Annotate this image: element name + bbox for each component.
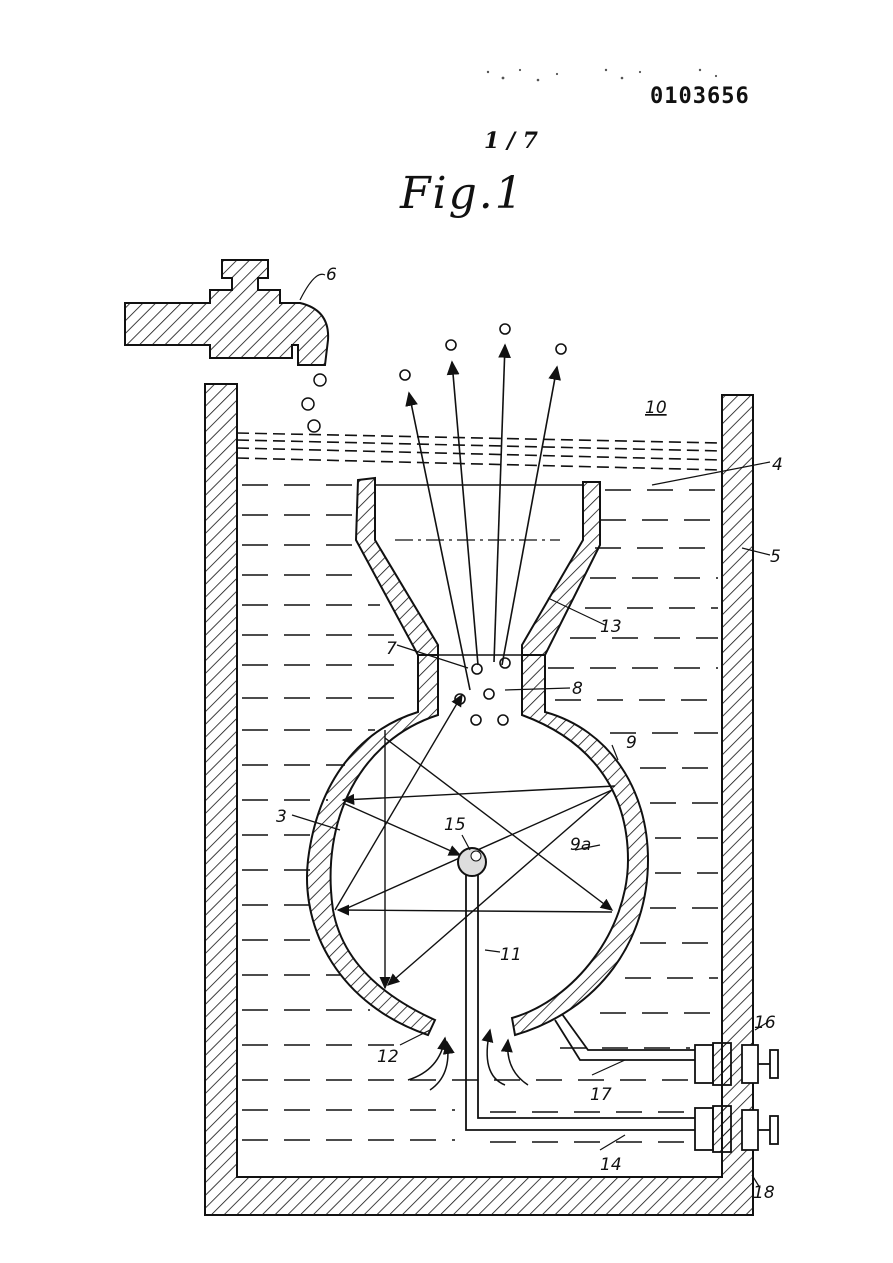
ref-5: 5: [770, 547, 781, 567]
tank-wall: [204, 383, 754, 1216]
leader-lines: [291, 273, 771, 1189]
valve-lower: [694, 1105, 779, 1153]
ref-3: 3: [276, 807, 287, 827]
scan-speckle: [486, 68, 718, 82]
figure-label: Fig.1: [400, 168, 525, 219]
ball-nozzle: [457, 847, 700, 1131]
ref-16: 16: [754, 1013, 776, 1033]
funnel: [354, 476, 601, 656]
ref-6: 6: [326, 265, 337, 285]
faucet: [124, 259, 330, 433]
ref-9: 9: [626, 733, 637, 753]
ref-11: 11: [500, 945, 522, 965]
ref-15: 15: [444, 815, 466, 835]
valve-upper: [694, 1042, 779, 1086]
ref-9a: 9a: [570, 835, 591, 855]
rising-arrows: [405, 343, 561, 691]
sheet-number: 1 / 7: [484, 128, 538, 154]
ref-4: 4: [772, 455, 783, 475]
document-number: 0103656: [650, 84, 750, 109]
liquid-dash-lines: [242, 484, 718, 1143]
reflection-arrows: [334, 693, 616, 990]
ref-13: 13: [600, 617, 622, 637]
ref-17: 17: [590, 1085, 612, 1105]
ref-8: 8: [572, 679, 583, 699]
ref-18: 18: [753, 1183, 775, 1203]
water-surface: [236, 432, 723, 471]
ref-12: 12: [377, 1047, 399, 1067]
ref-10: 10: [645, 398, 667, 418]
ref-7: 7: [386, 639, 397, 659]
ref-14: 14: [600, 1155, 622, 1175]
inflow-arrows: [407, 1028, 529, 1091]
drain-pipe: [554, 1013, 700, 1061]
